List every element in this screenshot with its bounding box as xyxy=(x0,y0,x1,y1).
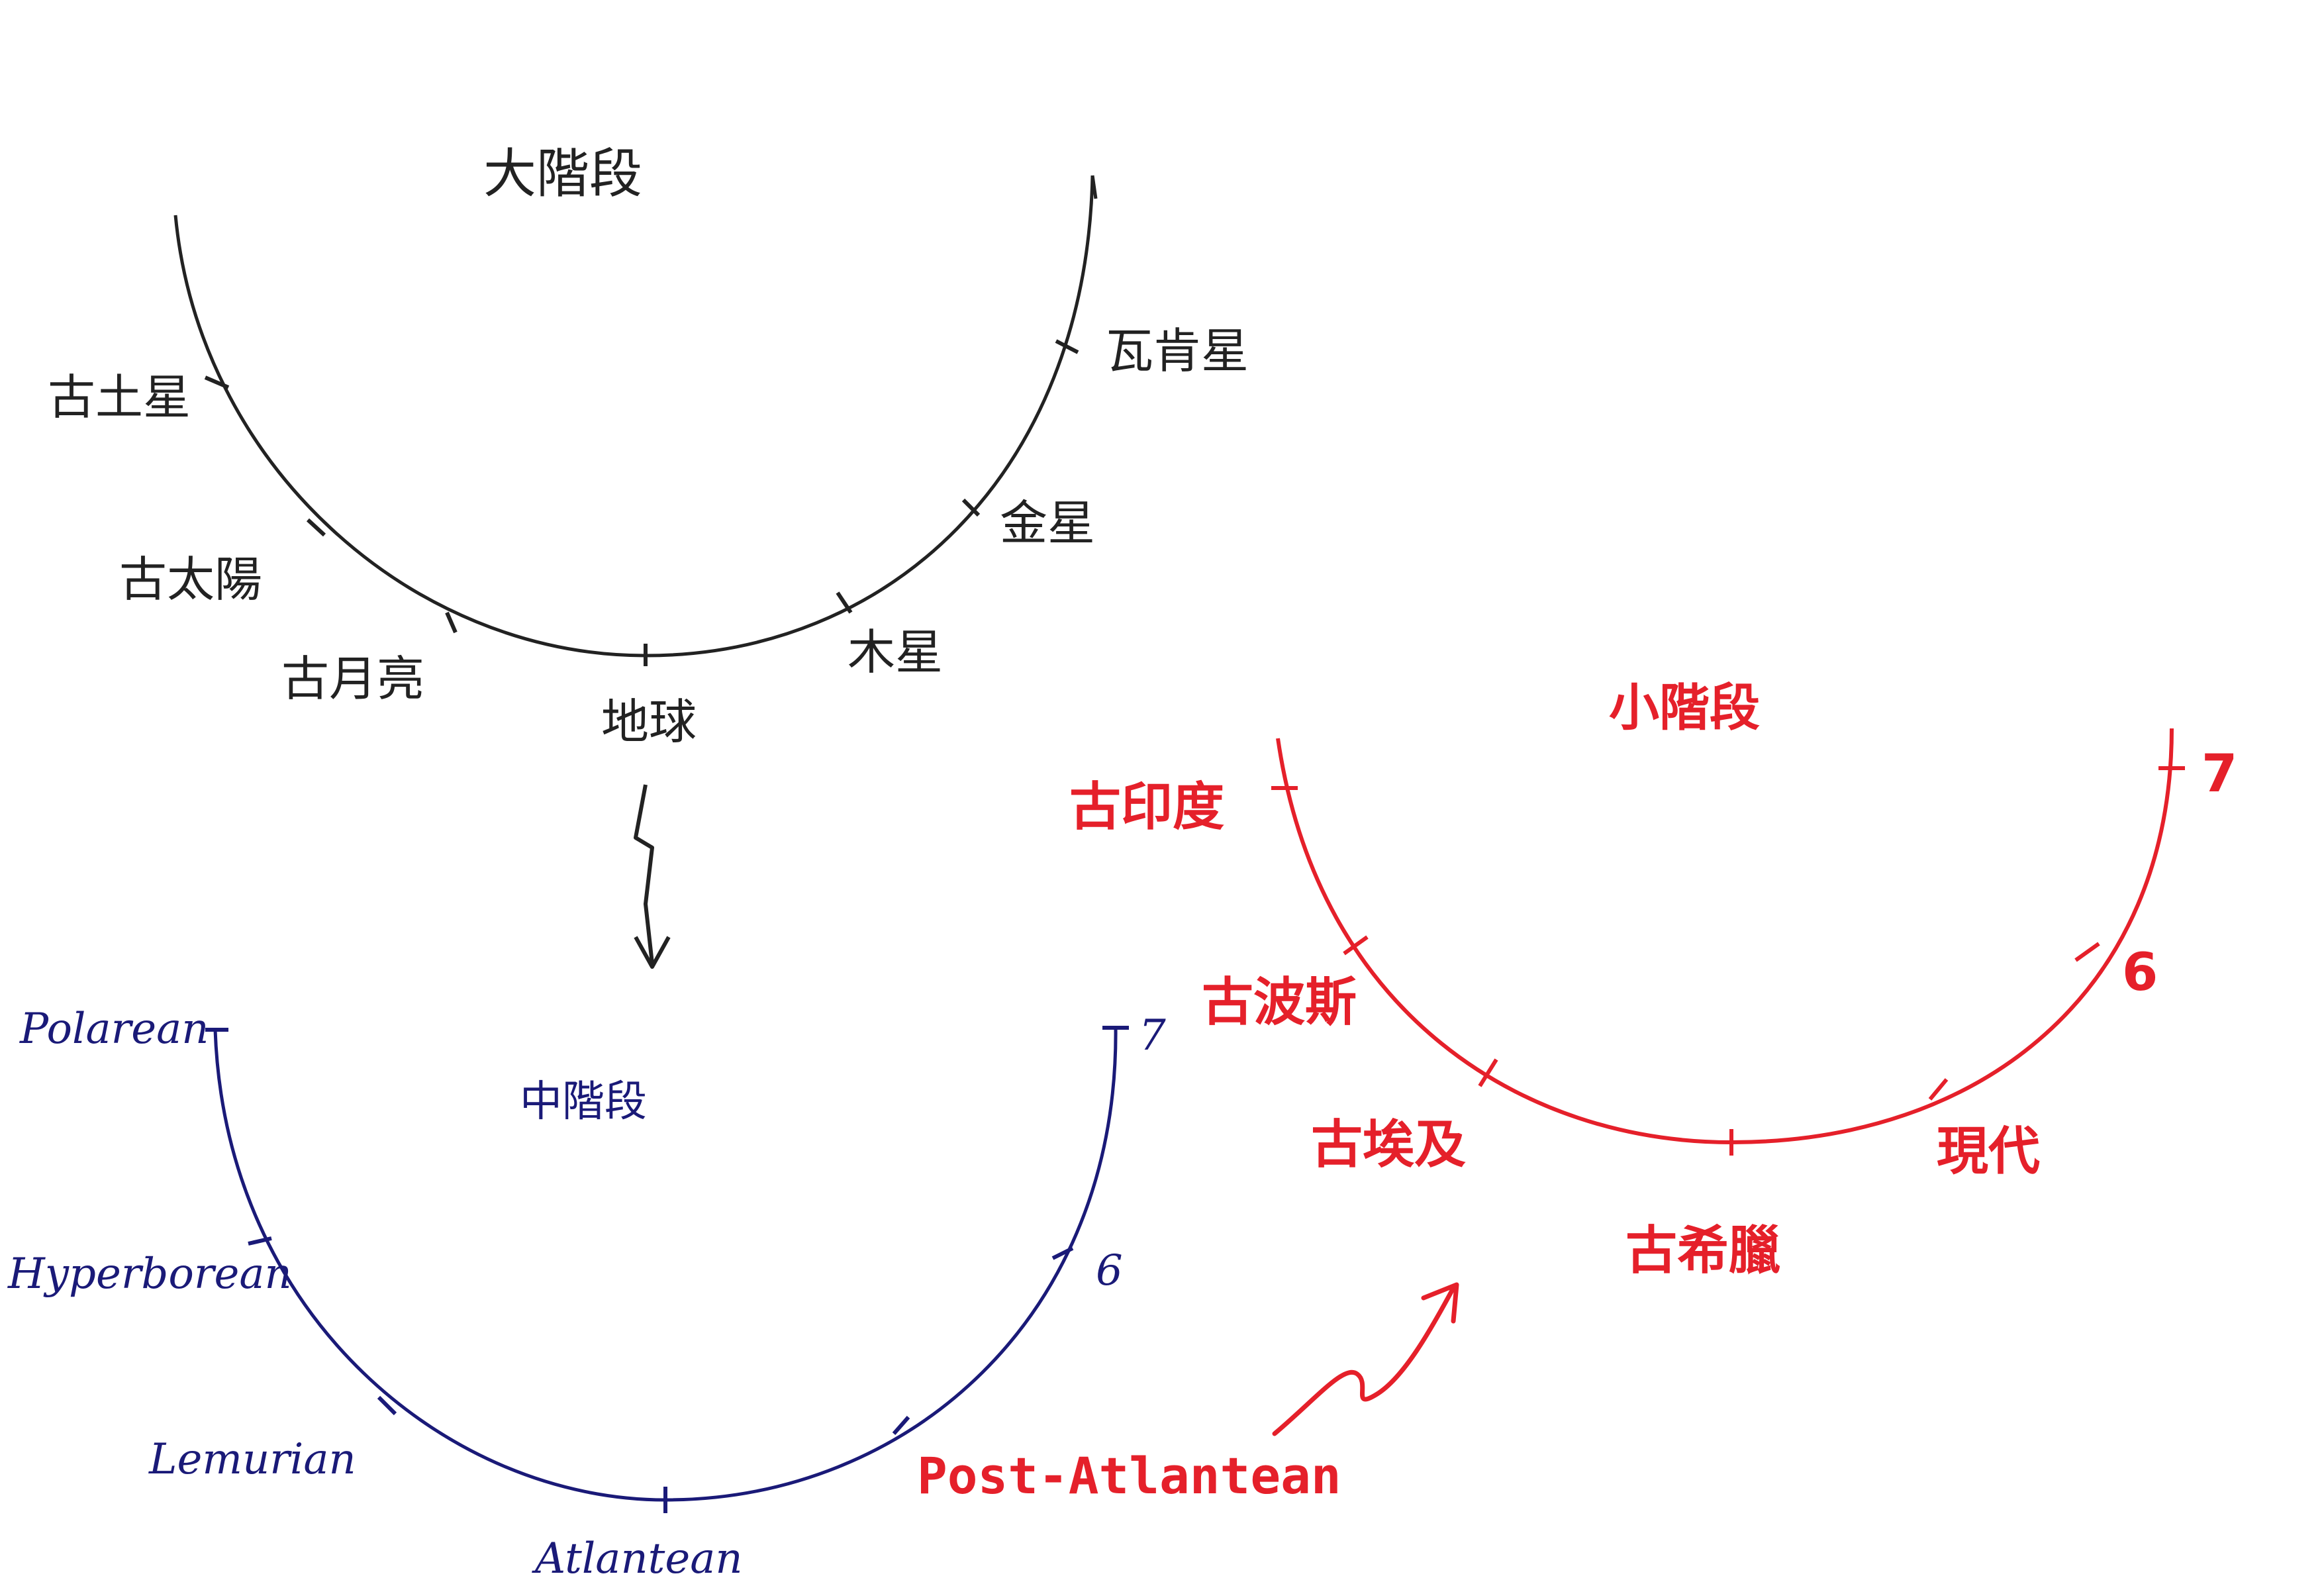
middle-stage-label-polarean: Polarean xyxy=(19,1005,209,1054)
great-stage-label-jupiter: 木星 xyxy=(847,624,943,680)
great-stage-tick xyxy=(445,611,458,634)
great-stage-arc xyxy=(173,175,1094,658)
great-stage-label-ancient-moon: 古月亮 xyxy=(281,651,424,707)
middle-stage-arc xyxy=(213,1026,1118,1502)
middle-stage-tick xyxy=(248,1236,272,1246)
great-stage-group: 大階段 古土星 古太陽 古月亮 地球 木星 金星 瓦肯星 xyxy=(48,143,1249,750)
great-stage-title: 大階段 xyxy=(483,143,642,205)
small-stage-label-ancient-greece: 古希臘 xyxy=(1625,1221,1780,1281)
great-stage-tick xyxy=(204,375,230,389)
great-stage-tick xyxy=(306,518,326,537)
middle-stage-group: 中階段 Polarean Hyperborean Lemurian Atlant… xyxy=(7,1005,1341,1583)
middle-stage-tick xyxy=(1051,1246,1074,1260)
great-stage-label-ancient-sun: 古太陽 xyxy=(119,552,262,607)
small-stage-group: 小階段 古印度 古波斯 古埃及 古希臘 現代 6 7 xyxy=(1069,678,2237,1281)
small-stage-title: 小階段 xyxy=(1609,678,1760,737)
small-stage-label-six: 6 xyxy=(2122,943,2158,1003)
great-stage-arc-end-hook xyxy=(1090,175,1098,199)
small-stage-label-modern: 現代 xyxy=(1937,1122,2040,1181)
great-stage-label-ancient-saturn: 古土星 xyxy=(48,370,191,425)
middle-stage-label-atlantean: Atlantean xyxy=(532,1534,743,1583)
small-stage-tick xyxy=(1478,1058,1498,1087)
middle-stage-label-six: 6 xyxy=(1096,1246,1123,1295)
small-stage-label-ancient-persia: 古波斯 xyxy=(1202,973,1357,1032)
small-stage-tick xyxy=(1343,935,1369,956)
lightning-arrow-down-icon xyxy=(634,784,671,969)
middle-stage-tick xyxy=(892,1416,910,1435)
middle-stage-label-lemurian: Lemurian xyxy=(148,1435,356,1484)
middle-stage-title: 中階段 xyxy=(520,1077,647,1126)
great-stage-tick xyxy=(961,498,981,517)
middle-stage-label-post-atlantean: Post-Atlantean xyxy=(917,1446,1341,1505)
small-stage-label-seven: 7 xyxy=(2202,744,2237,804)
great-stage-tick xyxy=(836,591,853,614)
middle-stage-tick xyxy=(377,1395,397,1416)
great-stage-tick xyxy=(1055,339,1079,354)
middle-stage-label-seven: 7 xyxy=(1139,1011,1166,1060)
great-stage-label-earth: 地球 xyxy=(601,694,697,750)
small-stage-tick xyxy=(1928,1078,1949,1101)
small-stage-label-ancient-egypt: 古埃及 xyxy=(1311,1115,1466,1175)
middle-stage-label-hyperborean: Hyperborean xyxy=(7,1250,292,1299)
great-stage-label-venus: 金星 xyxy=(1000,495,1095,551)
small-stage-arc xyxy=(1276,728,2174,1145)
squiggle-arrow-up-icon xyxy=(1272,1282,1459,1436)
small-stage-tick xyxy=(2074,942,2100,962)
great-stage-label-vulcan: 瓦肯星 xyxy=(1106,323,1249,379)
small-stage-label-ancient-india: 古印度 xyxy=(1069,777,1224,837)
